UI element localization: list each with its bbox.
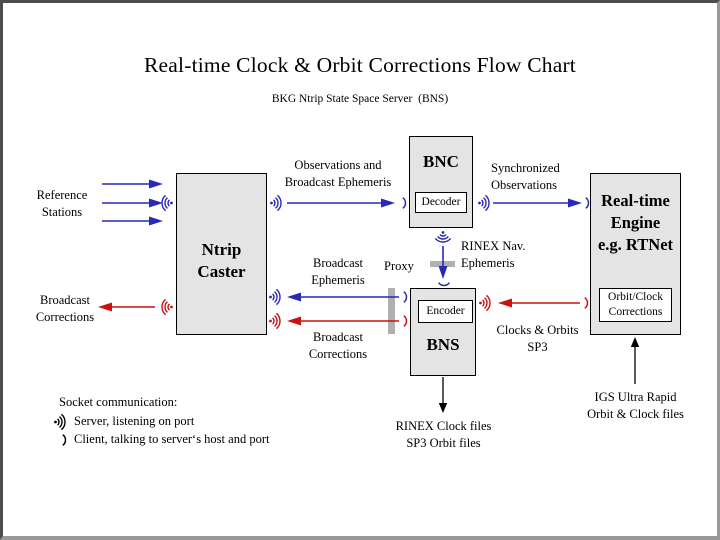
server-socket-icon [478,294,491,312]
ntrip-caster-box: Ntrip Caster [176,173,267,335]
rinex-nav-ephemeris-label: RINEX Nav. Ephemeris [461,239,526,270]
bnc-label: BNC [423,152,459,171]
server-socket-icon [434,230,452,243]
server-socket-icon [269,194,282,212]
observations-ephemeris-arrow [287,198,395,208]
broadcast-ephemeris-label: Broadcast Ephemeris [311,256,365,287]
proxy-bar-horizontal [430,261,455,267]
ntrip-caster-label: Ntrip Caster [197,240,246,281]
synchronized-observations-label: Synchronized Observations [491,161,560,192]
bns-file-output-arrow [438,377,448,413]
client-socket-icon [437,281,451,287]
legend-client-label: Client, talking to server‘s host and por… [74,432,270,446]
legend-title: Socket communication: [59,395,178,409]
decoder-box: Decoder [415,192,467,213]
proxy-label: Proxy [384,259,414,273]
decoder-to-encoder-arrow [438,246,448,279]
encoder-box: Encoder [418,300,473,323]
page-subtitle: BKG Ntrip State Space Server (BNS) [271,93,449,105]
realtime-engine-label: Real-time Engine e.g. RTNet [597,191,674,254]
client-socket-icon [61,433,67,447]
client-socket-icon [401,196,407,210]
server-socket-icon [53,413,66,431]
broadcast-corrections-out-label: Broadcast Corrections [308,330,368,361]
clocks-orbits-arrow [498,298,580,308]
reference-stations-arrow [102,216,163,226]
synchronized-observations-arrow [493,198,582,208]
reference-stations-label: Reference Stations [36,188,88,219]
igs-input-arrow [630,337,640,384]
broadcast-corrections-in-label: Broadcast Corrections [35,293,95,324]
proxy-bar-vertical [388,288,395,334]
legend-server-label: Server, listening on port [74,414,195,428]
server-socket-icon [161,194,174,212]
realtime-engine-box: Real-time Engine e.g. RTNet Orbit/Clock … [590,173,681,335]
reference-stations-arrow [102,198,163,208]
igs-ultra-rapid-label: IGS Ultra Rapid Orbit & Clock files [587,390,684,421]
client-socket-icon [402,290,408,304]
orbit-clock-corrections-box: Orbit/Clock Corrections [599,288,672,322]
bnc-box: BNC Decoder [409,136,473,228]
rinex-clock-sp3-files-label: RINEX Clock files SP3 Orbit files [395,419,492,450]
broadcast-ephemeris-arrow [287,292,399,302]
page-title: Real-time Clock & Orbit Corrections Flow… [144,53,576,77]
observations-ephemeris-label: Observations and Broadcast Ephemeris [284,158,392,189]
bns-label: BNS [426,335,460,354]
server-socket-icon [268,312,281,330]
server-socket-icon [268,288,281,306]
server-socket-icon [161,298,174,316]
reference-stations-arrow [102,179,163,189]
client-socket-icon [583,296,589,310]
client-socket-icon [584,196,590,210]
clocks-orbits-sp3-label: Clocks & Orbits SP3 [496,323,579,354]
bns-box: Encoder BNS [410,288,476,376]
server-socket-icon [477,194,490,212]
broadcast-corrections-arrow [287,316,399,326]
client-socket-icon [402,314,408,328]
